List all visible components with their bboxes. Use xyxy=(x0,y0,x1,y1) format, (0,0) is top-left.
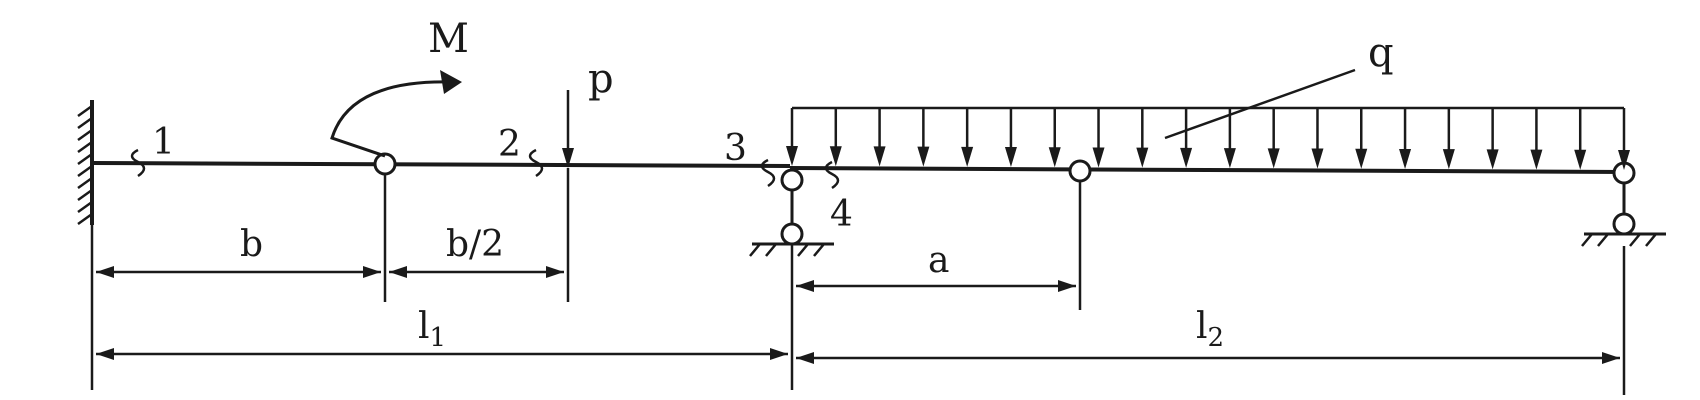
dimension-arrowheads xyxy=(96,266,1620,364)
q-load-arrow xyxy=(1136,108,1149,168)
wall-hatch xyxy=(77,176,93,190)
q-load-arrow xyxy=(1311,108,1324,169)
q-load-arrow xyxy=(1486,108,1499,170)
q-load-arrow xyxy=(1530,108,1543,170)
q-load-arrow xyxy=(829,108,842,167)
label-distributed-load: q xyxy=(1368,30,1394,76)
wall-hatch xyxy=(77,188,93,202)
dimension-arrowhead xyxy=(1058,280,1076,292)
wall-hatch xyxy=(77,200,93,214)
q-load-arrow xyxy=(1574,108,1587,170)
label-moment: M xyxy=(428,16,469,62)
dimension-lines xyxy=(90,168,1626,395)
wall-hatch xyxy=(77,164,93,178)
label-section-4: 4 xyxy=(830,194,853,235)
wall-hatch xyxy=(77,140,93,154)
dimension-arrowhead xyxy=(546,266,564,278)
dimension-arrowhead xyxy=(1602,352,1620,364)
label-dim-a: a xyxy=(928,240,949,281)
section-marks xyxy=(130,148,840,190)
wall-hatch xyxy=(77,128,93,142)
q-load-arrow xyxy=(786,108,798,166)
label-section-1: 1 xyxy=(152,122,175,163)
q-load-arrow xyxy=(1442,108,1455,170)
fixed-wall xyxy=(77,100,94,226)
q-load-arrow xyxy=(1267,108,1280,169)
label-dim-b-half: b/2 xyxy=(446,224,504,265)
label-dim-b: b xyxy=(240,224,263,265)
q-load-arrow xyxy=(1004,108,1017,168)
dimension-arrowhead xyxy=(796,352,814,364)
beam-segment-2 xyxy=(789,166,1626,174)
q-load-arrow xyxy=(1092,108,1105,168)
q-load-arrow xyxy=(873,108,886,167)
support-right xyxy=(1581,161,1666,247)
q-load-arrow xyxy=(961,108,974,167)
dimension-arrowhead xyxy=(96,266,114,278)
label-section-2: 2 xyxy=(498,124,521,165)
moment-arrow xyxy=(330,70,462,158)
q-load-arrow xyxy=(1399,108,1412,169)
q-load-arrow xyxy=(1180,108,1193,168)
beam-segment-1 xyxy=(91,161,791,168)
q-load-arrow xyxy=(1618,108,1630,170)
label-dim-l2: l2 xyxy=(1196,306,1224,353)
support-middle xyxy=(749,168,834,257)
label-point-load: p xyxy=(588,56,614,102)
label-section-3: 3 xyxy=(724,128,747,169)
dimension-arrowhead xyxy=(389,266,407,278)
hinge-a xyxy=(1068,159,1092,183)
q-load-arrow xyxy=(1048,108,1061,168)
dimension-arrowhead xyxy=(796,280,814,292)
dimension-arrowhead xyxy=(363,266,381,278)
q-load-arrow xyxy=(1355,108,1368,169)
label-dim-l1: l1 xyxy=(418,306,446,353)
point-load-arrow xyxy=(562,90,574,168)
q-load-arrow xyxy=(917,108,930,167)
hinge-b xyxy=(373,152,397,176)
distributed-load xyxy=(786,68,1630,170)
wall-hatch xyxy=(77,104,93,118)
dimension-arrowhead xyxy=(96,348,114,360)
wall-hatch xyxy=(77,152,93,166)
wall-hatch xyxy=(77,212,93,226)
dimension-arrowhead xyxy=(770,348,788,360)
wall-hatch xyxy=(77,116,93,130)
